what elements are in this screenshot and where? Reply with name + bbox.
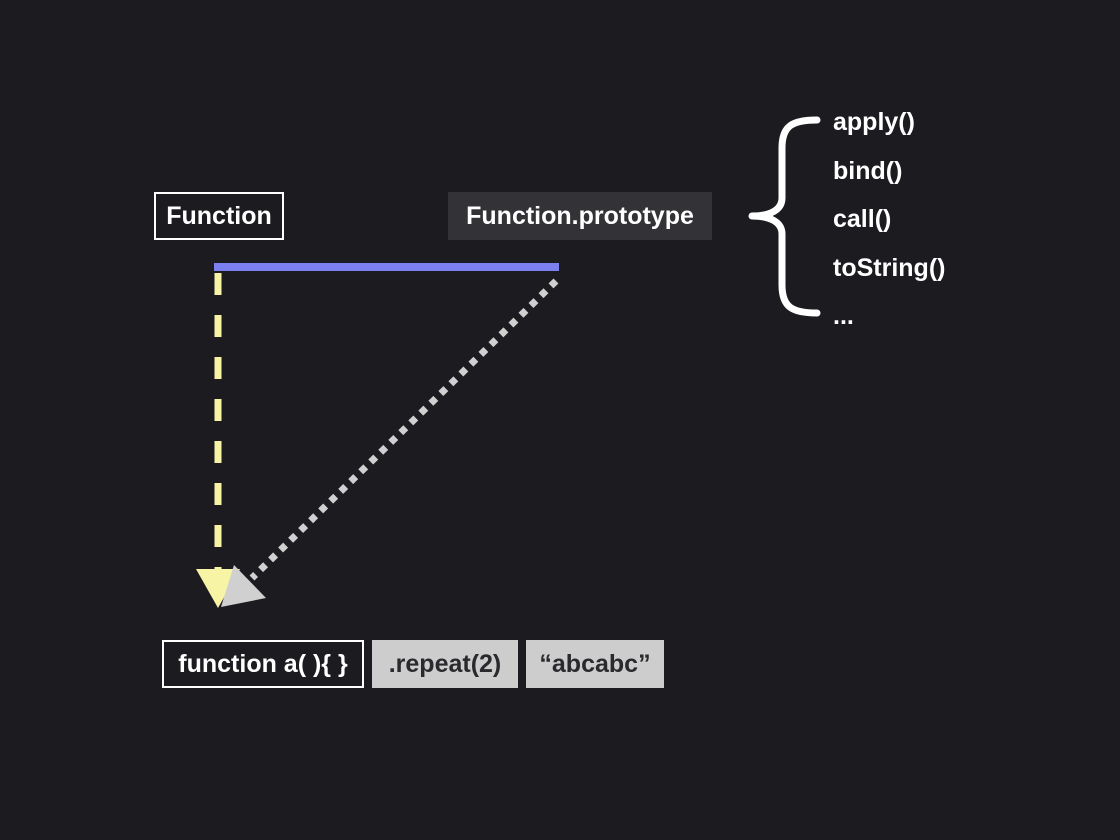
- method-item: toString(): [833, 253, 946, 282]
- prototype-arrow-shaft: [249, 278, 559, 581]
- function-node-label: Function: [166, 201, 272, 230]
- function-instance-node: function a( ){ }: [162, 640, 364, 688]
- method-item: bind(): [833, 156, 903, 185]
- method-call-node: .repeat(2): [372, 640, 518, 688]
- constructor-arrow-head: [196, 569, 240, 608]
- function-prototype-node: Function.prototype: [448, 192, 712, 240]
- function-node: Function: [154, 192, 284, 240]
- method-item: call(): [833, 205, 892, 233]
- method-item: apply(): [833, 108, 915, 136]
- method-item: ...: [833, 302, 854, 330]
- result-node-label: “abcabc”: [539, 649, 651, 678]
- result-node: “abcabc”: [526, 640, 664, 688]
- methods-curly-brace: [748, 116, 821, 317]
- prototype-arrow-head: [221, 565, 266, 607]
- function-instance-node-label: function a( ){ }: [178, 649, 348, 678]
- method-call-node-label: .repeat(2): [388, 649, 502, 678]
- function-prototype-node-label: Function.prototype: [466, 201, 694, 230]
- prototype-method-list: apply() bind() call() toString() ...: [833, 104, 945, 347]
